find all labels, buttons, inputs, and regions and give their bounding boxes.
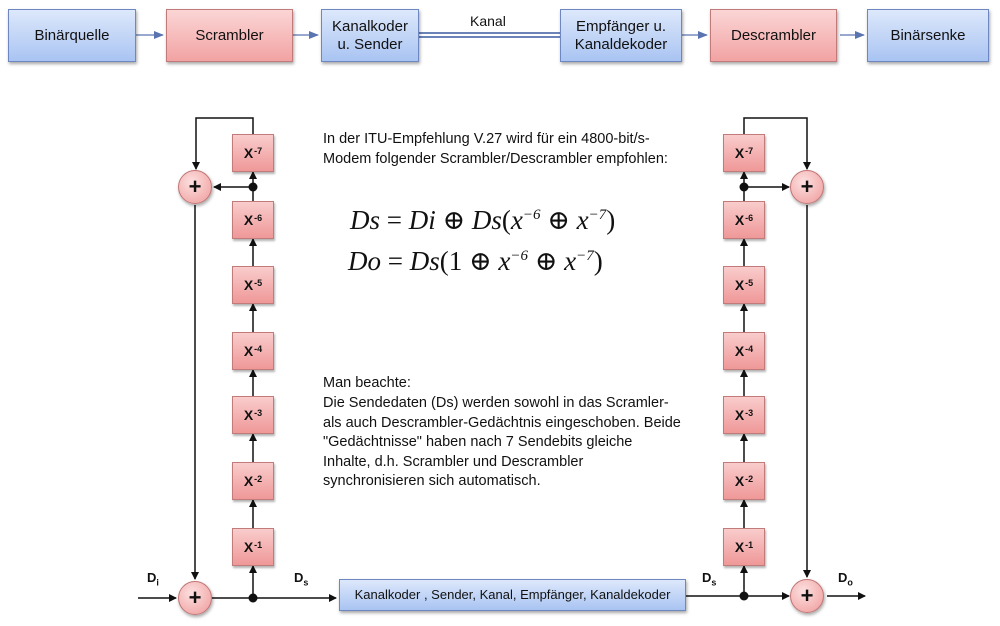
register-left-x6: X-6 xyxy=(232,201,274,239)
register-left-x1: X-1 xyxy=(232,528,274,566)
block-binary-source: Binärquelle xyxy=(8,9,136,62)
formula-do: Do = Ds(1 ⊕ x−6 ⊕ x−7) xyxy=(348,246,603,276)
block-descrambler: Descrambler xyxy=(710,9,837,62)
adder-left-top: + xyxy=(178,170,212,204)
register-right-x4: X-4 xyxy=(723,332,765,370)
channel-line xyxy=(419,32,560,38)
adder-left-bottom: + xyxy=(178,581,212,615)
register-left-x2: X-2 xyxy=(232,462,274,500)
formula-ds: Ds = Di ⊕ Ds(x−6 ⊕ x−7) xyxy=(350,205,616,235)
block-binary-sink: Binärsenke xyxy=(867,9,989,62)
register-right-x7: X-7 xyxy=(723,134,765,172)
register-left-x7: X-7 xyxy=(232,134,274,172)
channel-box: Kanalkoder , Sender, Kanal, Empfänger, K… xyxy=(339,579,686,611)
register-right-x5: X-5 xyxy=(723,266,765,304)
register-left-x3: X-3 xyxy=(232,396,274,434)
descrambler-wiring xyxy=(740,117,811,596)
register-right-x2: X-2 xyxy=(723,462,765,500)
note-title: Man beachte: xyxy=(323,375,411,391)
label-ds-left: Ds xyxy=(294,570,309,588)
register-left-x4: X-4 xyxy=(232,332,274,370)
label-di: Di xyxy=(147,570,159,588)
label-ds-right: Ds xyxy=(702,570,717,588)
register-left-x5: X-5 xyxy=(232,266,274,304)
block-scrambler: Scrambler xyxy=(166,9,293,62)
adder-right-top: + xyxy=(790,170,824,204)
block-channel-coder-transmitter: Kanalkoder u. Sender xyxy=(321,9,419,62)
block-receiver-channel-decoder: Empfänger u. Kanaldekoder xyxy=(560,9,682,62)
intro-text: In der ITU-Empfehlung V.27 wird für ein … xyxy=(323,131,668,167)
register-right-x6: X-6 xyxy=(723,201,765,239)
label-do: Do xyxy=(838,570,853,588)
register-right-x3: X-3 xyxy=(723,396,765,434)
adder-right-bottom: + xyxy=(790,579,824,613)
channel-label: Kanal xyxy=(470,13,506,29)
register-right-x1: X-1 xyxy=(723,528,765,566)
note-body: Die Sendedaten (Ds) werden sowohl in das… xyxy=(323,395,681,489)
